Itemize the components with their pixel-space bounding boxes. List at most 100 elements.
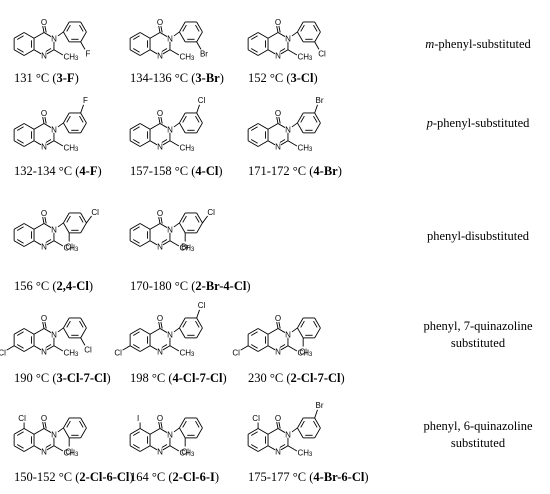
bond — [267, 328, 279, 335]
aryl-substituent-ortho-label-text: Cl — [65, 447, 73, 456]
ring-substituent-7-label-text: Cl — [114, 348, 122, 357]
melting-point: 156 °C — [14, 279, 49, 293]
bond — [46, 445, 55, 451]
double-bond-inner — [161, 344, 168, 348]
oxygen-atom-label-text: O — [157, 209, 163, 218]
double-bond-inner — [250, 126, 258, 131]
bond — [46, 345, 55, 351]
double-bond-inner — [250, 431, 258, 436]
bond — [33, 223, 45, 230]
bond — [23, 32, 35, 39]
double-bond-inner — [195, 115, 200, 123]
compound-code: 2,4-Cl — [57, 279, 90, 293]
aryl-substituent-para-label: Br — [316, 96, 324, 105]
code-paren-open: ( — [49, 71, 56, 85]
n3-atom-label: N — [51, 330, 57, 339]
aryl-bond — [80, 21, 87, 33]
bond — [159, 428, 168, 433]
n3-atom-label-text: N — [51, 125, 57, 134]
aryl-bond — [179, 317, 186, 329]
double-bond-inner — [132, 35, 140, 40]
compound-caption: 134-136 °C (3-Br) — [130, 71, 224, 85]
aryl-bond — [80, 212, 87, 224]
bond — [267, 123, 279, 130]
double-bond-inner — [132, 226, 140, 231]
bond — [162, 140, 171, 146]
row-label-text: phenyl, 6-quinazoline — [424, 419, 533, 433]
oxygen-atom-label: O — [41, 18, 47, 27]
double-bond-inner — [132, 126, 140, 131]
compound-caption: 198 °C (4-Cl-7-Cl) — [130, 371, 227, 385]
bond — [149, 345, 158, 351]
double-bond-inner — [79, 320, 84, 328]
aryl-substituent-ortho-label: Cl — [65, 242, 73, 251]
bond — [247, 32, 259, 39]
aryl-substituent-meta-label-text: Cl — [318, 49, 326, 58]
code-paren-open: ( — [165, 371, 172, 385]
aryl-substituent-para-label-text: Br — [316, 401, 324, 410]
compound-code: 2-Cl-6-Cl — [79, 470, 130, 484]
methyl-label: CH3 — [63, 448, 79, 458]
ring-substituent-7-label: Cl — [0, 348, 6, 357]
aryl-substituent-ortho-label-text: Br — [181, 242, 189, 251]
aryl-substituent-bond — [196, 41, 202, 50]
bond — [276, 116, 279, 124]
n3-atom-label-text: N — [51, 430, 57, 439]
bond — [13, 345, 25, 352]
bond — [23, 345, 35, 352]
oxygen-atom-label: O — [41, 314, 47, 323]
double-bond-inner — [45, 139, 52, 143]
aryl-substituent-bond — [196, 104, 200, 114]
methyl-label-text: CH — [179, 52, 191, 61]
n3-atom-label: N — [285, 125, 291, 134]
bond — [149, 445, 158, 451]
n1-atom-label-text: N — [41, 242, 47, 251]
compound-code: 4-Cl — [195, 164, 218, 178]
oxygen-atom-label: O — [275, 109, 281, 118]
methyl-label: CH3 — [297, 348, 313, 358]
bond — [267, 32, 279, 39]
bond — [43, 32, 52, 37]
melting-point: 198 °C — [130, 371, 165, 385]
n1-atom-label: N — [41, 142, 47, 151]
bond — [158, 421, 161, 429]
methyl-label: CH3 — [179, 143, 195, 153]
oxygen-atom-label-text: O — [41, 209, 47, 218]
oxygen-atom-label: O — [41, 109, 47, 118]
code-paren-open: ( — [49, 279, 56, 293]
double-bond-inner — [132, 431, 140, 436]
n1-atom-label-text: N — [157, 347, 163, 356]
oxygen-atom-label: O — [275, 18, 281, 27]
compound-caption: 170-180 °C (2-Br-4-Cl) — [130, 279, 251, 293]
bond — [287, 49, 298, 56]
compound-code: 3-Cl — [291, 71, 314, 85]
compound-code: 2-Cl-6-I — [173, 470, 215, 484]
methyl-label: CH3 — [179, 52, 195, 62]
melting-point: 150-152 °C — [14, 470, 72, 484]
methyl-label-text: CH — [63, 243, 75, 252]
n1-atom-label: N — [41, 242, 47, 251]
methyl-label-subscript: 3 — [309, 452, 313, 458]
code-paren-close: ) — [364, 470, 368, 484]
bond — [44, 25, 47, 33]
aryl-bond — [179, 417, 186, 429]
compound-code: 3-Br — [195, 71, 220, 85]
bond — [13, 140, 25, 147]
double-bond-inner — [195, 24, 200, 32]
oxygen-atom-label: O — [275, 414, 281, 423]
bond — [53, 140, 64, 147]
bond — [129, 328, 141, 335]
bond — [57, 222, 64, 228]
bond — [173, 222, 180, 228]
bond — [267, 345, 276, 351]
code-paren-close: ) — [338, 164, 342, 178]
n1-atom-label: N — [275, 347, 281, 356]
bond — [287, 345, 298, 352]
aryl-substituent-para-label-text: Cl — [198, 96, 206, 105]
bond — [139, 240, 151, 247]
double-bond-inner — [16, 35, 24, 40]
